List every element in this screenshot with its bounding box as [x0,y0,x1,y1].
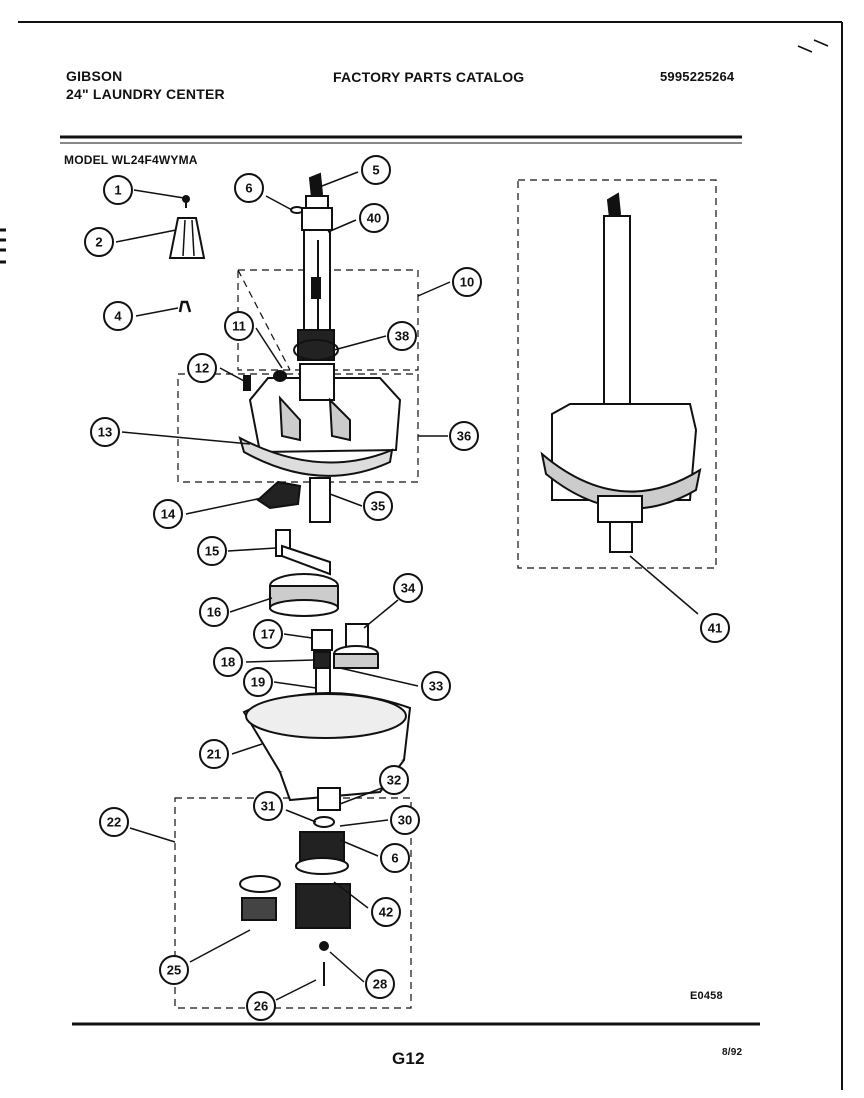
callout-number-26: 26 [254,999,268,1014]
callout-circle-35 [363,491,393,521]
callout-number-1: 1 [114,183,121,198]
part-14-cam [256,480,302,510]
callout-number-14: 14 [161,507,176,522]
callout-circle-16 [199,597,229,627]
callout-number-28: 28 [373,977,387,992]
callout-circle-38 [387,321,417,351]
callout-number-25: 25 [167,963,181,978]
callout-circle-32 [379,765,409,795]
part-35-pinion [309,477,331,523]
callout-circle-10 [452,267,482,297]
callout-number-18: 18 [221,655,235,670]
part-22-clutch-group [239,816,351,986]
leader-lines [115,171,699,1001]
part-2-ribs-2 [191,219,195,257]
catalog-title: FACTORY PARTS CATALOG [333,69,525,85]
part-21-gearcase [242,692,412,811]
callout-number-31: 31 [261,799,275,814]
callout-circle-34 [393,573,423,603]
callout-number-32: 32 [387,773,401,788]
callout-number-16: 16 [207,605,221,620]
diagram-code: E0458 [690,990,723,1002]
callout-number-17: 17 [261,627,275,642]
callout-circle-33 [421,671,451,701]
callout-circle-4 [103,301,133,331]
revision-date: 8/92 [722,1047,743,1058]
callout-number-12: 12 [195,361,209,376]
callout-number-35: 35 [371,499,385,514]
callout-number-10: 10 [460,275,474,290]
callout-circle-12 [187,353,217,383]
page-border [0,21,843,1090]
callout-circle-42 [371,897,401,927]
callout-circle-14 [153,499,183,529]
callout-circle-2 [84,227,114,257]
callout-number-41: 41 [708,621,722,636]
part-16-gear [269,573,339,617]
callout-circle-21 [199,739,229,769]
callout-circle-22 [99,807,129,837]
callout-number-4: 4 [114,309,122,324]
brand-name: GIBSON [66,68,123,84]
part-1-screw [182,195,190,208]
group-box-41 [517,179,717,569]
callout-circle-15 [197,536,227,566]
callout-circle-31 [253,791,283,821]
callout-circle-17 [253,619,283,649]
callout-number-21: 21 [207,747,221,762]
callout-circle-11 [224,311,254,341]
callout-number-6: 6 [245,181,252,196]
part-4-clip [178,300,192,313]
callout-number-15: 15 [205,544,219,559]
shaft-assembly [293,172,339,361]
callout-circle-6 [380,843,410,873]
callout-circle-30 [390,805,420,835]
callout-circle-19 [243,667,273,697]
callout-number-19: 19 [251,675,265,690]
callout-circle-25 [159,955,189,985]
callout-number-22: 22 [107,815,121,830]
callout-number-6: 6 [391,851,398,866]
catalog-part-number: 5995225264 [660,69,735,84]
group-box-36 [177,373,419,483]
callout-circle-26 [246,991,276,1021]
page-number: G12 [392,1049,425,1068]
part-34-gear [333,623,379,669]
callout-number-38: 38 [395,329,409,344]
callout-circle-13 [90,417,120,447]
callout-number-34: 34 [401,581,416,596]
callout-circle-5 [361,155,391,185]
callout-number-42: 42 [379,905,393,920]
transmission-assembly-41 [540,192,702,553]
callout-circle-36 [449,421,479,451]
product-subtitle: 24" LAUNDRY CENTER [66,86,225,102]
callout-number-13: 13 [98,425,112,440]
part-2-ribs [182,219,186,257]
callout-number-5: 5 [372,163,379,178]
callout-circle-18 [213,647,243,677]
part-15-crank [275,529,331,576]
part-2-agitator-cap [168,217,206,259]
callout-number-2: 2 [95,235,102,250]
callout-number-33: 33 [429,679,443,694]
callout-number-30: 30 [398,813,412,828]
callout-circle-6 [234,173,264,203]
group-box-22 [174,797,412,1009]
callout-circle-1 [103,175,133,205]
callout-circle-41 [700,613,730,643]
callout-circle-28 [365,969,395,999]
callout-circle-40 [359,203,389,233]
callout-number-11: 11 [232,319,246,334]
gearcase-cover [238,363,402,477]
model-label: MODEL WL24F4WYMA [64,153,198,167]
callout-number-36: 36 [457,429,471,444]
group-box-10-taper [237,269,291,371]
callout-number-40: 40 [367,211,381,226]
